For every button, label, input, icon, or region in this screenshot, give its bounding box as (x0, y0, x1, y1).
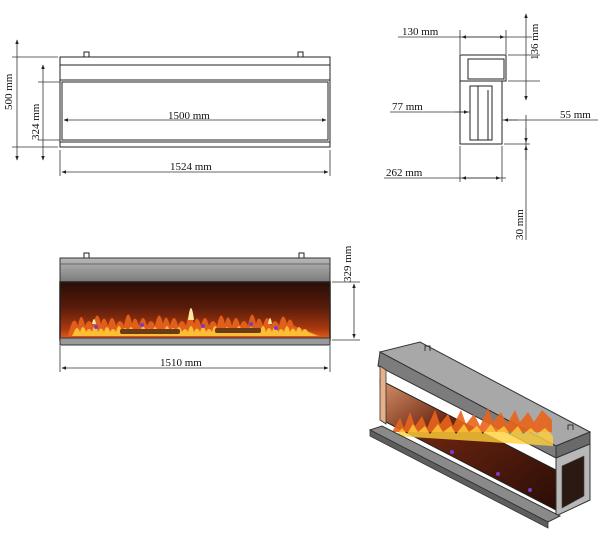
front-view: 500 mm 324 mm 1500 mm 1524 mm (3, 39, 331, 176)
front-outer-frame (59, 56, 331, 148)
flames (68, 308, 322, 336)
front-opening (61, 81, 329, 141)
dim-top-depth: 130 mm (402, 26, 439, 38)
dim-glass-height: 329 mm (342, 245, 354, 282)
mounting-tab (83, 51, 304, 57)
dim-width-inner: 1500 mm (168, 110, 210, 122)
dim-total-depth: 262 mm (386, 167, 423, 179)
dim-width-total: 1524 mm (170, 161, 212, 173)
isometric-view (368, 341, 592, 529)
dim-inner-depth: 77 mm (392, 101, 423, 113)
bottom-trim (59, 337, 331, 346)
dim-glass-width: 1510 mm (160, 357, 202, 369)
side-view: 130 mm 136 mm 77 mm 55 mm 262 mm 30 mm (384, 13, 598, 240)
flame-view: 329 mm 1510 mm (59, 245, 360, 372)
top-cap (59, 257, 331, 283)
dim-front-depth: 55 mm (560, 109, 591, 121)
side-body (459, 80, 503, 145)
dim-height-inner: 324 mm (30, 103, 42, 140)
dim-top-height: 136 mm (529, 23, 541, 60)
dim-height-total: 500 mm (3, 73, 15, 110)
dim-bottom-height: 30 mm (514, 209, 526, 240)
mounting-tab (83, 252, 305, 258)
